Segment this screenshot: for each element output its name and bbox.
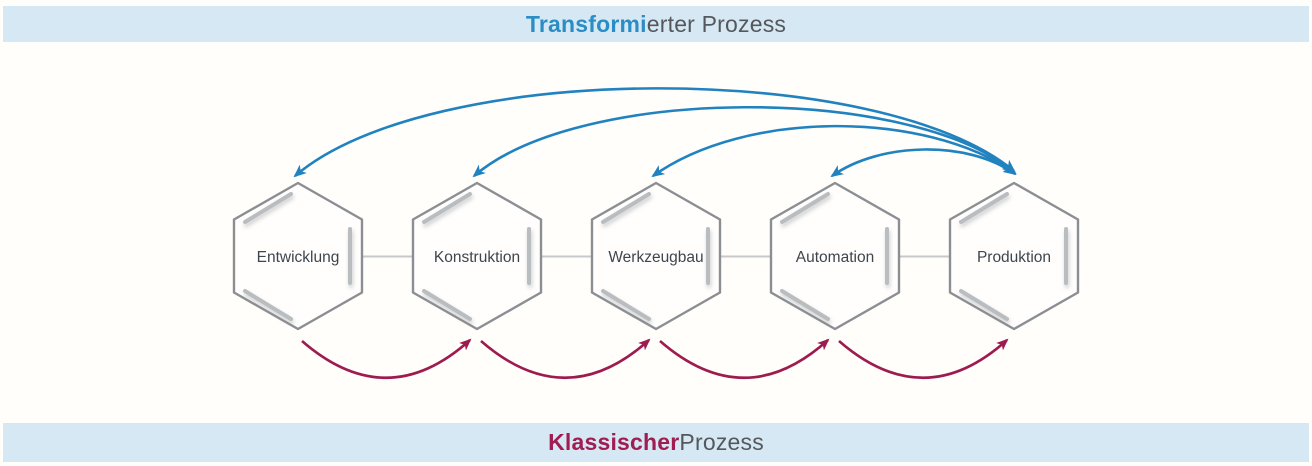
hexagon-shine-decoration <box>601 192 710 321</box>
hexagon-produktion: Produktion <box>948 181 1080 331</box>
hexagon-label: Entwicklung <box>257 249 340 266</box>
transformed-process-arrows <box>293 87 1017 178</box>
hexagon-shape <box>590 181 722 331</box>
hexagon-shine-decoration <box>959 192 1068 321</box>
blue-arrow-produktion-werkzeugbau <box>651 124 1017 178</box>
red-arrow-entwicklung-konstruktion <box>301 338 472 379</box>
transformed-banner-rest: erter Prozess <box>646 10 787 37</box>
hexagon-shine-decoration <box>780 192 889 321</box>
blue-arrow-produktion-konstruktion <box>472 105 1016 178</box>
hexagon-shape <box>232 181 364 331</box>
hexagon-werkzeugbau: Werkzeugbau <box>590 181 722 331</box>
classic-process-arrows <box>301 338 1009 379</box>
hexagon-shine-decoration <box>422 192 531 321</box>
hexagon-shape <box>948 181 1080 331</box>
transformed-banner-highlight: Transformi <box>525 10 647 37</box>
classic-process-banner: Klassischer Prozess <box>3 423 1309 462</box>
classic-banner-highlight: Klassischer <box>548 429 680 455</box>
hexagon-shape <box>411 181 543 331</box>
hexagon-label: Produktion <box>977 249 1051 266</box>
hexagon-entwicklung: Entwicklung <box>232 181 364 331</box>
red-arrow-konstruktion-werkzeugbau <box>480 338 651 379</box>
hexagon-shine-decoration <box>243 192 352 321</box>
hexagon-shape <box>769 181 901 331</box>
hexagon-label: Werkzeugbau <box>608 249 703 266</box>
red-arrow-automation-produktion <box>838 338 1009 379</box>
hexagon-label: Automation <box>796 249 874 266</box>
hexagon-label: Konstruktion <box>434 249 520 266</box>
red-arrow-werkzeugbau-automation <box>659 338 830 379</box>
blue-arrow-produktion-entwicklung <box>293 87 1016 178</box>
hexagon-automation: Automation <box>769 181 901 331</box>
classic-banner-rest: Prozess <box>679 429 764 455</box>
hexagon-konstruktion: Konstruktion <box>411 181 543 331</box>
blue-arrow-produktion-automation <box>830 148 1017 178</box>
